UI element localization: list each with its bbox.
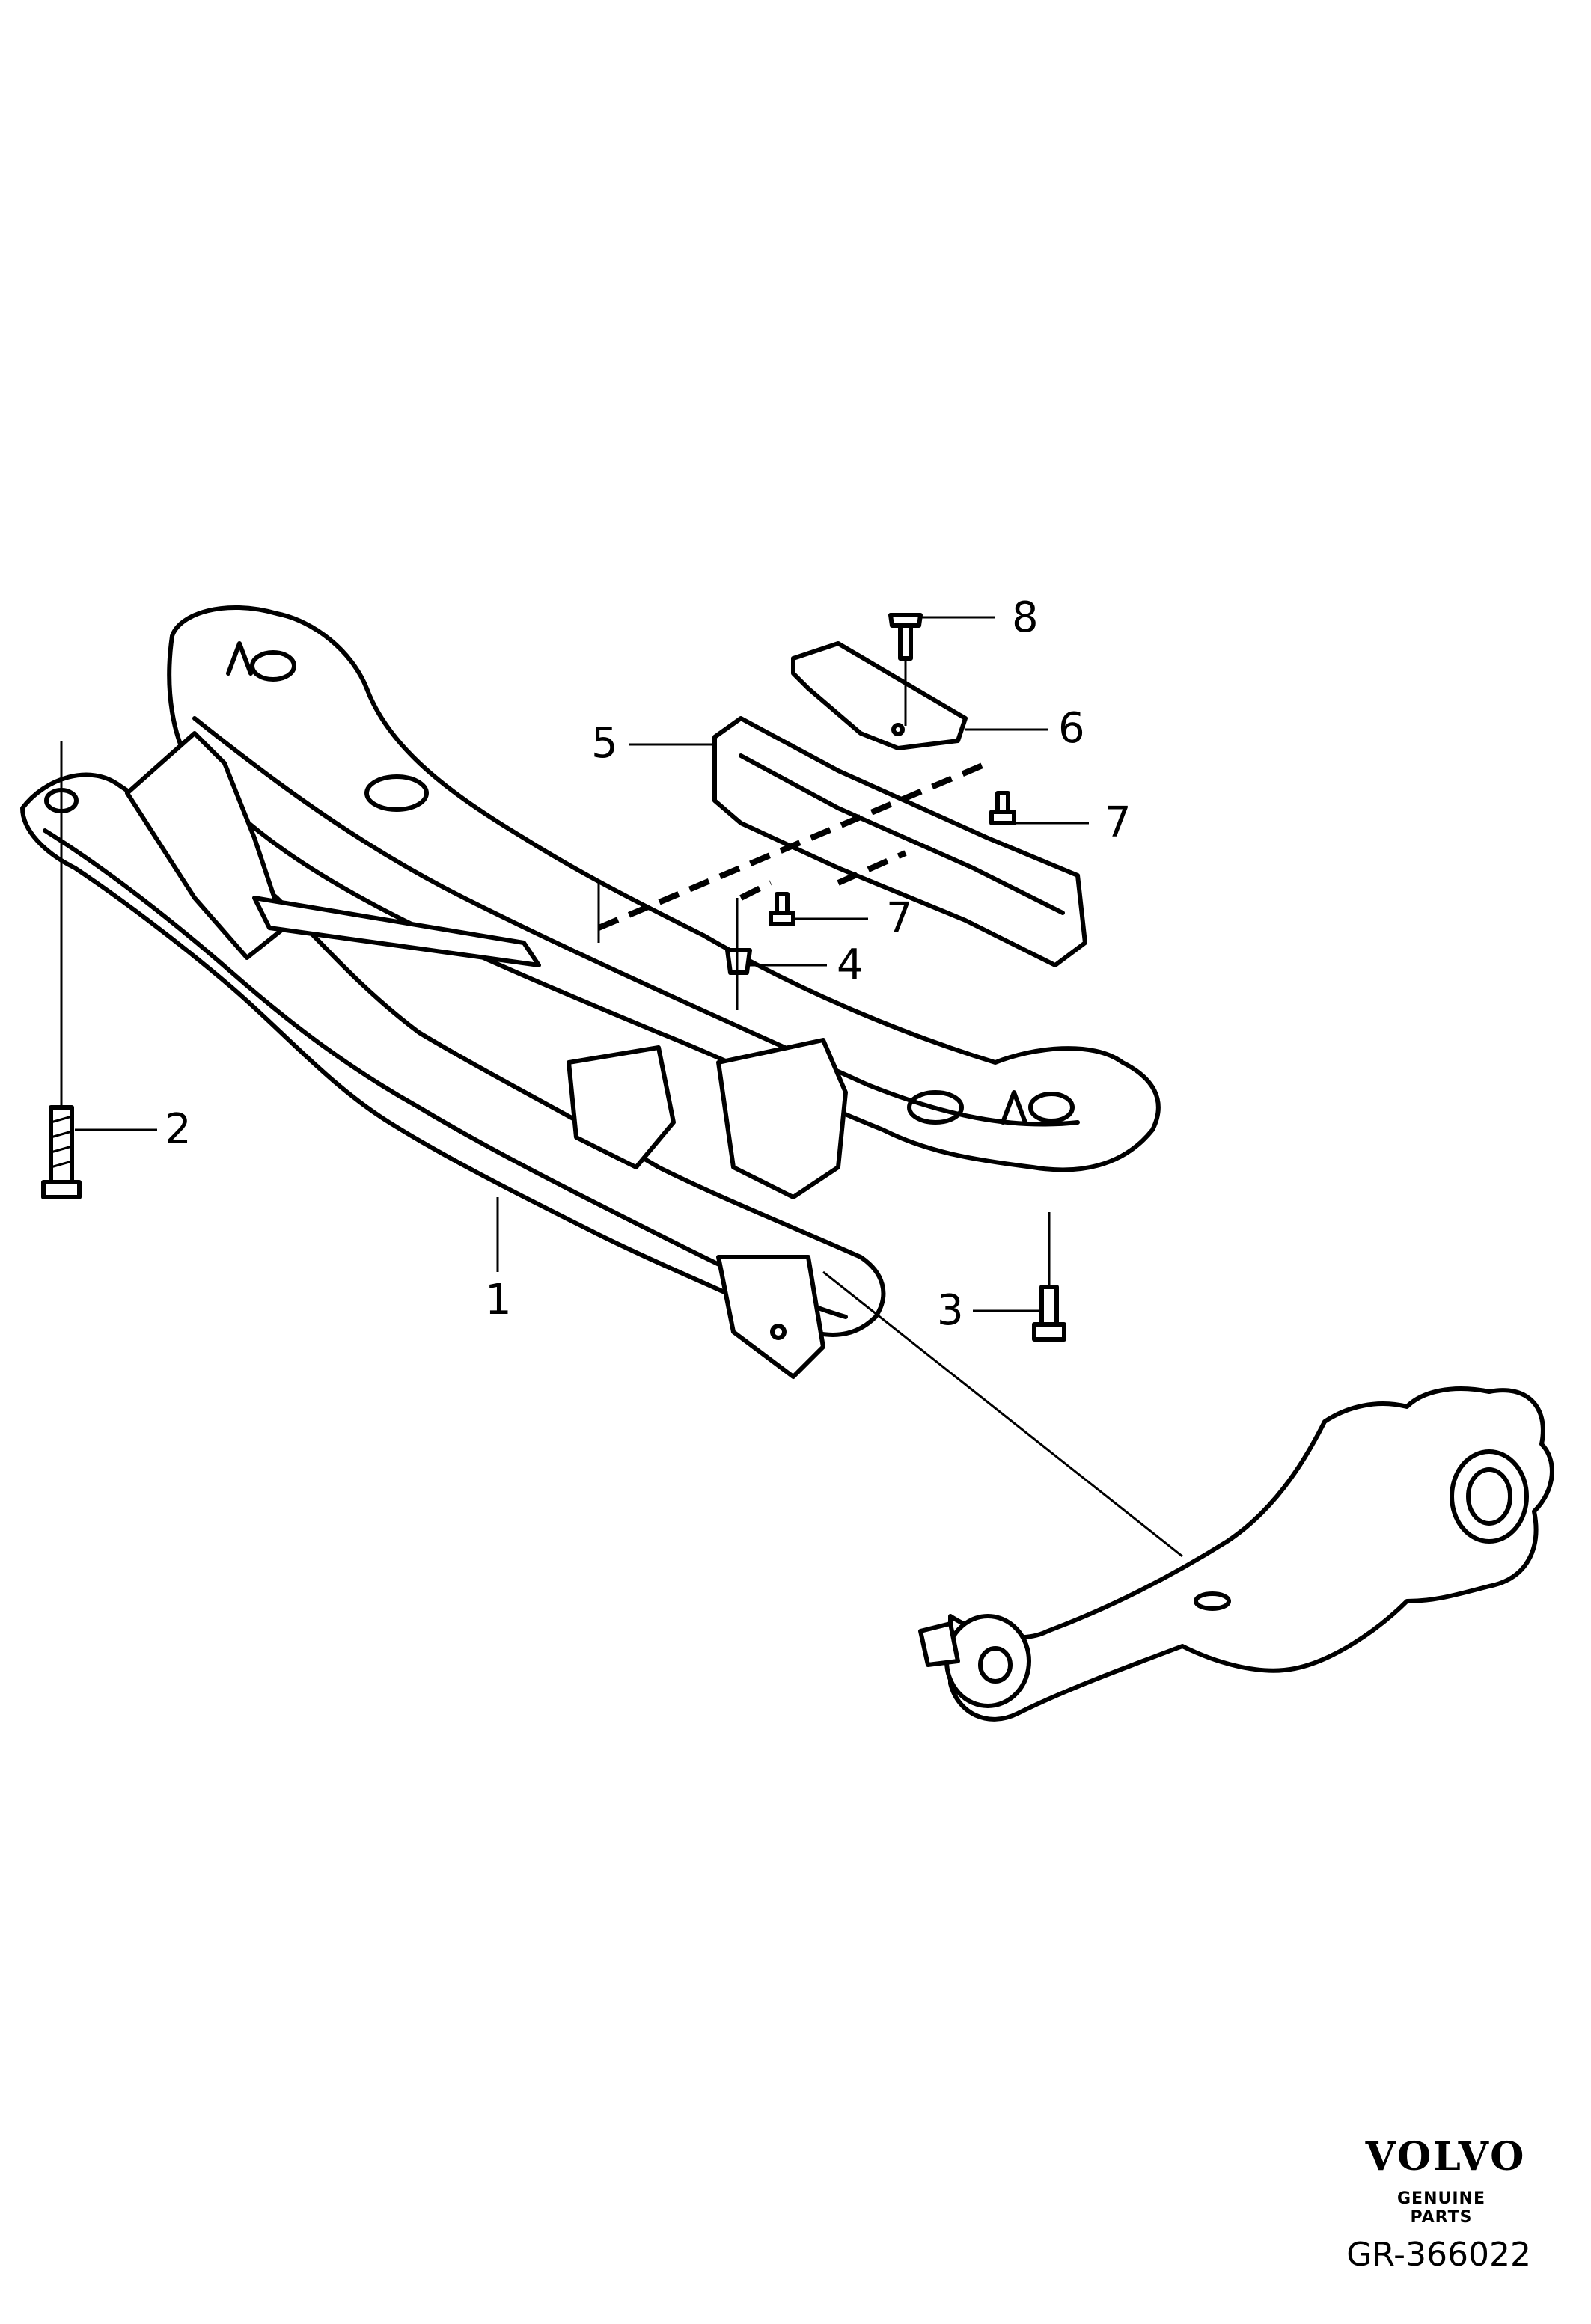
subframe-left-side-member	[125, 731, 287, 960]
brand-tagline: GENUINE PARTS	[1397, 2189, 1485, 2227]
bushing-core	[978, 1646, 1013, 1684]
mount-cone-left	[226, 641, 253, 676]
part-6-plate	[791, 641, 968, 750]
bushing-ear	[918, 1621, 960, 1667]
callout-4: 4	[837, 941, 864, 989]
subframe-right-bracket	[716, 1038, 848, 1199]
callout-7-upper: 7	[1105, 798, 1132, 847]
callout-2: 2	[165, 1105, 192, 1154]
part-4-nut	[725, 948, 752, 975]
mount-hole-right	[1028, 1092, 1075, 1123]
dashed-line-1	[597, 760, 989, 931]
subframe-center-brace	[252, 896, 541, 967]
dashed-line-2	[739, 880, 772, 901]
volvo-logo: VOLVO	[1365, 2134, 1527, 2180]
part-2-bolt	[41, 1105, 82, 1199]
trailing-arm	[948, 1386, 1554, 1722]
callout-8: 8	[1012, 593, 1039, 642]
hub-inner	[1466, 1467, 1512, 1526]
part-8-screw	[888, 613, 923, 661]
part-5-bracket	[712, 716, 1087, 967]
dashed-line-3	[837, 850, 907, 886]
front-mount-bracket	[716, 1255, 825, 1379]
mount-cone-right	[1001, 1090, 1027, 1125]
callout-7-lower: 7	[886, 894, 913, 943]
part-7-screw-lower	[769, 892, 796, 926]
bolt-thread	[49, 1115, 73, 1169]
part-5-bracket-inner	[739, 753, 1065, 915]
callout-6: 6	[1058, 704, 1085, 753]
subframe-oval-cutout	[364, 774, 429, 812]
part-7-screw-upper	[989, 791, 1016, 825]
axis-line-6	[822, 1270, 1183, 1558]
plate-hole	[891, 723, 905, 736]
figure-id: GR-366022	[1346, 2236, 1531, 2274]
callout-3: 3	[937, 1286, 964, 1335]
callout-1: 1	[485, 1276, 512, 1324]
bracket-hole	[770, 1324, 787, 1340]
subframe-mid-bracket	[567, 1045, 676, 1169]
front-crossmember-edge	[43, 828, 848, 1319]
mount-hole-left	[250, 650, 296, 682]
part-3-bolt	[1032, 1285, 1066, 1342]
subframe-inner-edge	[192, 716, 1080, 1127]
callout-5: 5	[591, 719, 618, 768]
arm-slot	[1194, 1591, 1231, 1611]
